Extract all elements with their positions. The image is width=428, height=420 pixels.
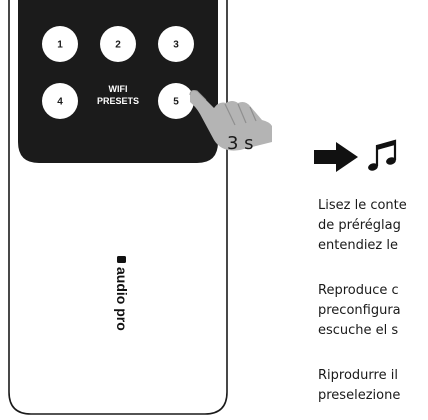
music-note-icon xyxy=(368,139,397,171)
preset-button-4[interactable]: 4 xyxy=(42,83,78,119)
instruction-es-line-2: preconfigura xyxy=(318,303,401,318)
instruction-es-line-3: escuche el s xyxy=(318,323,399,338)
arrow-right-icon xyxy=(314,142,358,172)
brand-logo: audio pro xyxy=(114,256,130,331)
instruction-es-line-1: Reproduce c xyxy=(318,283,399,298)
hold-duration-label: 3 s xyxy=(227,133,254,154)
preset-panel xyxy=(18,0,218,163)
wifi-label: WIFI xyxy=(109,84,128,94)
svg-text:2: 2 xyxy=(115,40,121,51)
instruction-it-line-1: Riprodurre il xyxy=(318,368,398,383)
instruction-it-line-2: preselezione xyxy=(318,388,401,403)
svg-text:1: 1 xyxy=(57,40,63,51)
svg-text:4: 4 xyxy=(57,97,63,108)
preset-button-3[interactable]: 3 xyxy=(158,26,194,62)
instruction-fr-line-1: Lisez le conte xyxy=(318,198,407,213)
instruction-fr-line-2: de préréglag xyxy=(318,218,401,233)
svg-text:5: 5 xyxy=(173,97,179,108)
presets-label: PRESETS xyxy=(97,96,139,106)
svg-text:audio pro: audio pro xyxy=(114,267,130,331)
svg-text:3: 3 xyxy=(173,40,179,51)
preset-button-2[interactable]: 2 xyxy=(100,26,136,62)
instruction-fr-line-3: entendiez le xyxy=(318,238,398,253)
preset-button-1[interactable]: 1 xyxy=(42,26,78,62)
preset-button-5[interactable]: 5 xyxy=(158,83,194,119)
hand-pointer-icon xyxy=(189,90,272,151)
